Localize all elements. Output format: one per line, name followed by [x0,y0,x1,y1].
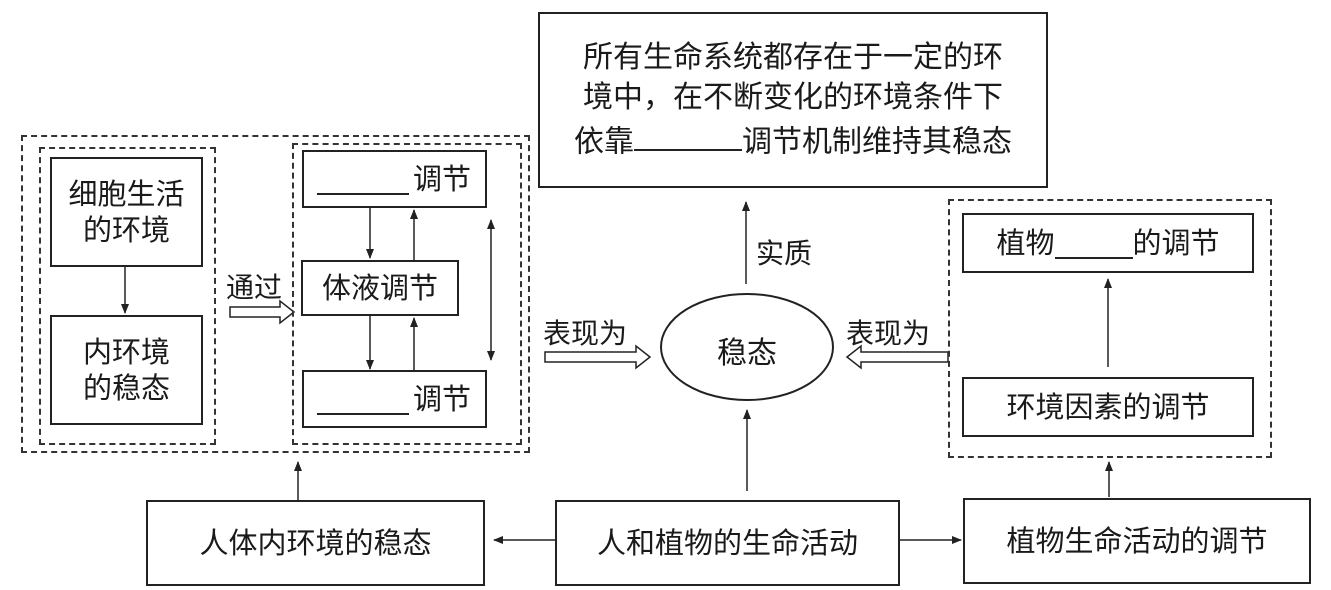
bottom-regulation-box: 调节 [302,370,487,428]
hollow-arrow-right-manifest [845,344,949,370]
life-activities-label: 人和植物的生命活动 [596,525,858,560]
inner-homeo-line-2: 的稳态 [82,371,170,405]
essence-line-3: 依靠 调节机制维持其稳态 [574,118,1012,162]
top-regulation-box: 调节 [302,150,487,208]
inner-homeostasis-box: 内环境 的稳态 [50,315,203,425]
cell-environment-box: 细胞生活 的环境 [50,157,203,267]
left-group-outer [21,135,530,453]
essence-label: 实质 [756,237,813,270]
env-factor-regulation-box: 环境因素的调节 [962,377,1254,437]
top-regulation-suffix: 调节 [412,161,471,196]
plant-regulation-box: 植物 的调节 [962,213,1254,273]
essence-line-1: 所有生命系统都存在于一定的环 [583,40,1003,76]
humoral-regulation-label: 体液调节 [321,270,438,305]
life-activities-box: 人和植物的生命活动 [555,500,900,586]
humoral-regulation-box: 体液调节 [301,260,459,316]
hollow-arrow-via [229,299,296,325]
bottom-regulation-suffix: 调节 [412,381,471,416]
right-manifest-label: 表现为 [846,317,931,350]
inner-homeo-line-1: 内环境 [82,334,170,369]
left-manifest-label: 表现为 [543,317,628,350]
human-homeostasis-label: 人体内环境的稳态 [199,525,432,560]
left-group-inner-left [39,147,216,445]
essence-line-2: 境中，在不断变化的环境条件下 [583,79,1003,115]
plant-regulation-post: 的调节 [1132,225,1220,260]
left-group-inner-right [292,143,522,445]
essence-line-3-pre: 依靠 [574,124,634,160]
top-regulation-blank[interactable] [316,163,409,196]
human-homeostasis-box: 人体内环境的稳态 [146,500,485,586]
cell-env-line-2: 的环境 [82,213,170,247]
right-group [948,199,1272,458]
cell-env-line-1: 细胞生活 [68,176,185,211]
homeostasis-ellipse [660,293,834,401]
plant-life-regulation-box: 植物生命活动的调节 [963,498,1311,584]
plant-regulation-blank[interactable] [1054,227,1133,260]
via-label: 通过 [226,271,283,304]
env-factor-regulation-label: 环境因素的调节 [1006,389,1210,424]
plant-life-regulation-label: 植物生命活动的调节 [1006,523,1268,558]
hollow-arrow-left-manifest [544,344,652,370]
bottom-regulation-blank[interactable] [316,383,409,416]
essence-box: 所有生命系统都存在于一定的环 境中，在不断变化的环境条件下 依靠 调节机制维持其稳… [538,12,1048,188]
essence-blank[interactable] [634,118,742,152]
homeostasis-label: 稳态 [717,336,777,371]
plant-regulation-pre: 植物 [996,225,1055,260]
essence-line-3-post: 调节机制维持其稳态 [742,124,1012,160]
